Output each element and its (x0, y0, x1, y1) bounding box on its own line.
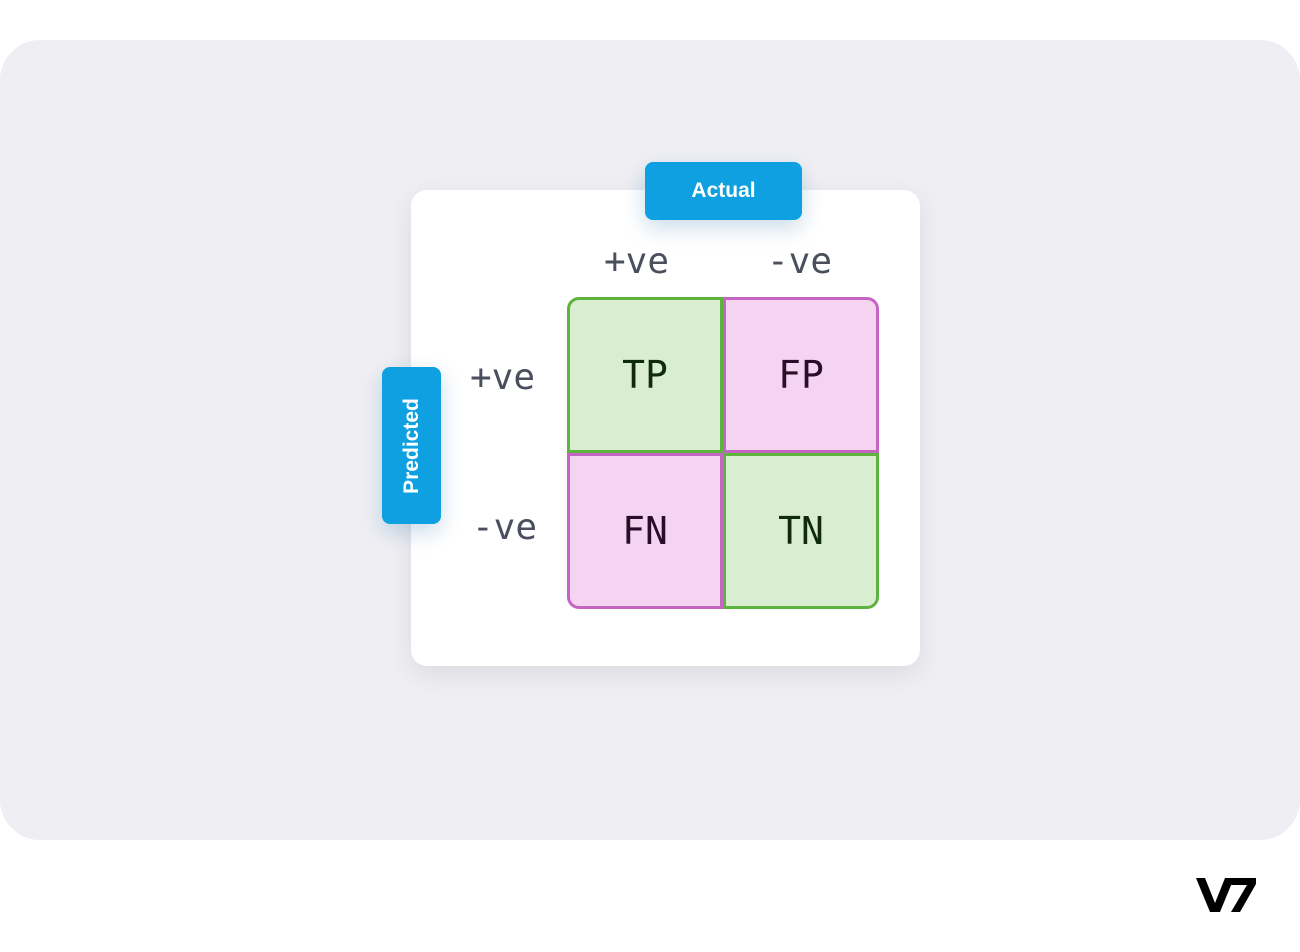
cell-false-positive: FP (723, 297, 879, 453)
cell-true-positive: TP (567, 297, 723, 453)
predicted-axis-label: Predicted (382, 367, 441, 524)
cell-false-negative-label: FN (622, 509, 668, 553)
actual-axis-label: Actual (645, 162, 802, 220)
column-header-positive: +ve (604, 241, 670, 282)
row-header-positive: +ve (470, 357, 536, 398)
cell-false-positive-label: FP (778, 353, 824, 397)
actual-label-text: Actual (691, 179, 756, 202)
cell-true-negative: TN (723, 453, 879, 609)
row-header-negative: -ve (472, 507, 538, 548)
cell-false-negative: FN (567, 453, 723, 609)
cell-true-positive-label: TP (622, 353, 668, 397)
column-header-negative: -ve (767, 241, 833, 282)
predicted-label-text: Predicted (399, 397, 423, 494)
v7-logo-icon (1196, 878, 1256, 912)
cell-true-negative-label: TN (778, 509, 824, 553)
